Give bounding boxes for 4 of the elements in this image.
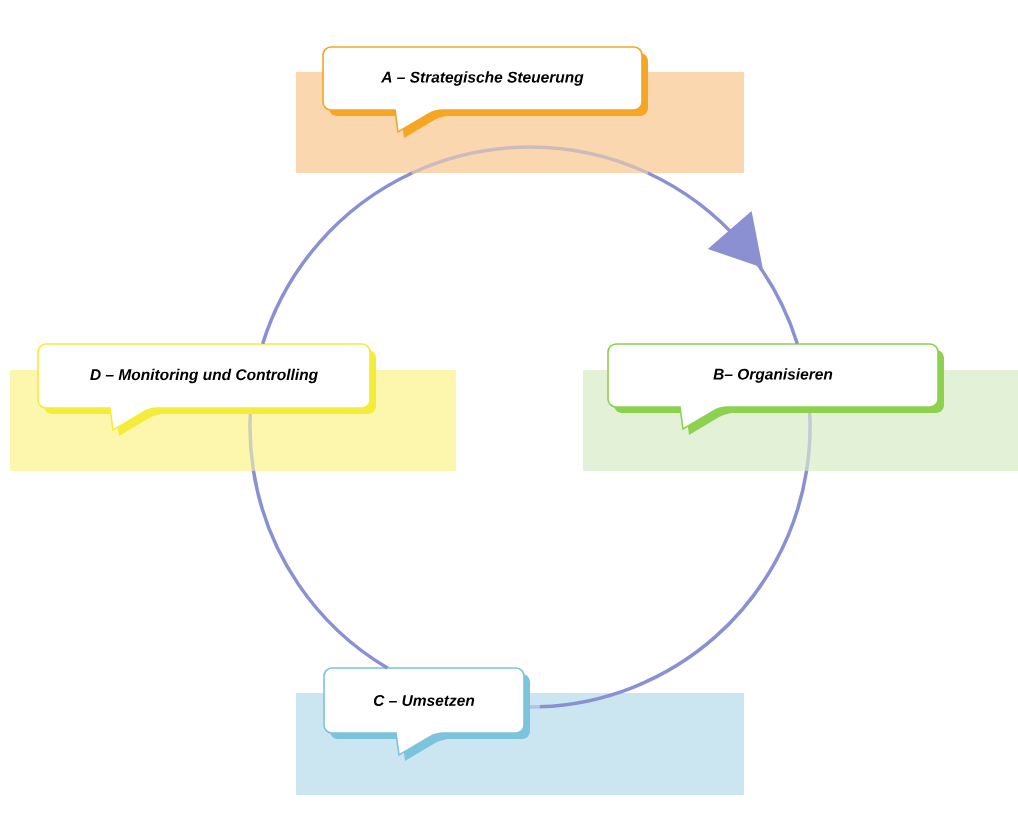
- callout-band: A – Strategische Steuerung: [296, 46, 744, 175]
- callout-band: C – Umsetzen: [296, 666, 744, 795]
- callout-band: D – Monitoring und Controlling: [10, 343, 456, 472]
- callout-band: B– Organisieren: [583, 343, 1018, 472]
